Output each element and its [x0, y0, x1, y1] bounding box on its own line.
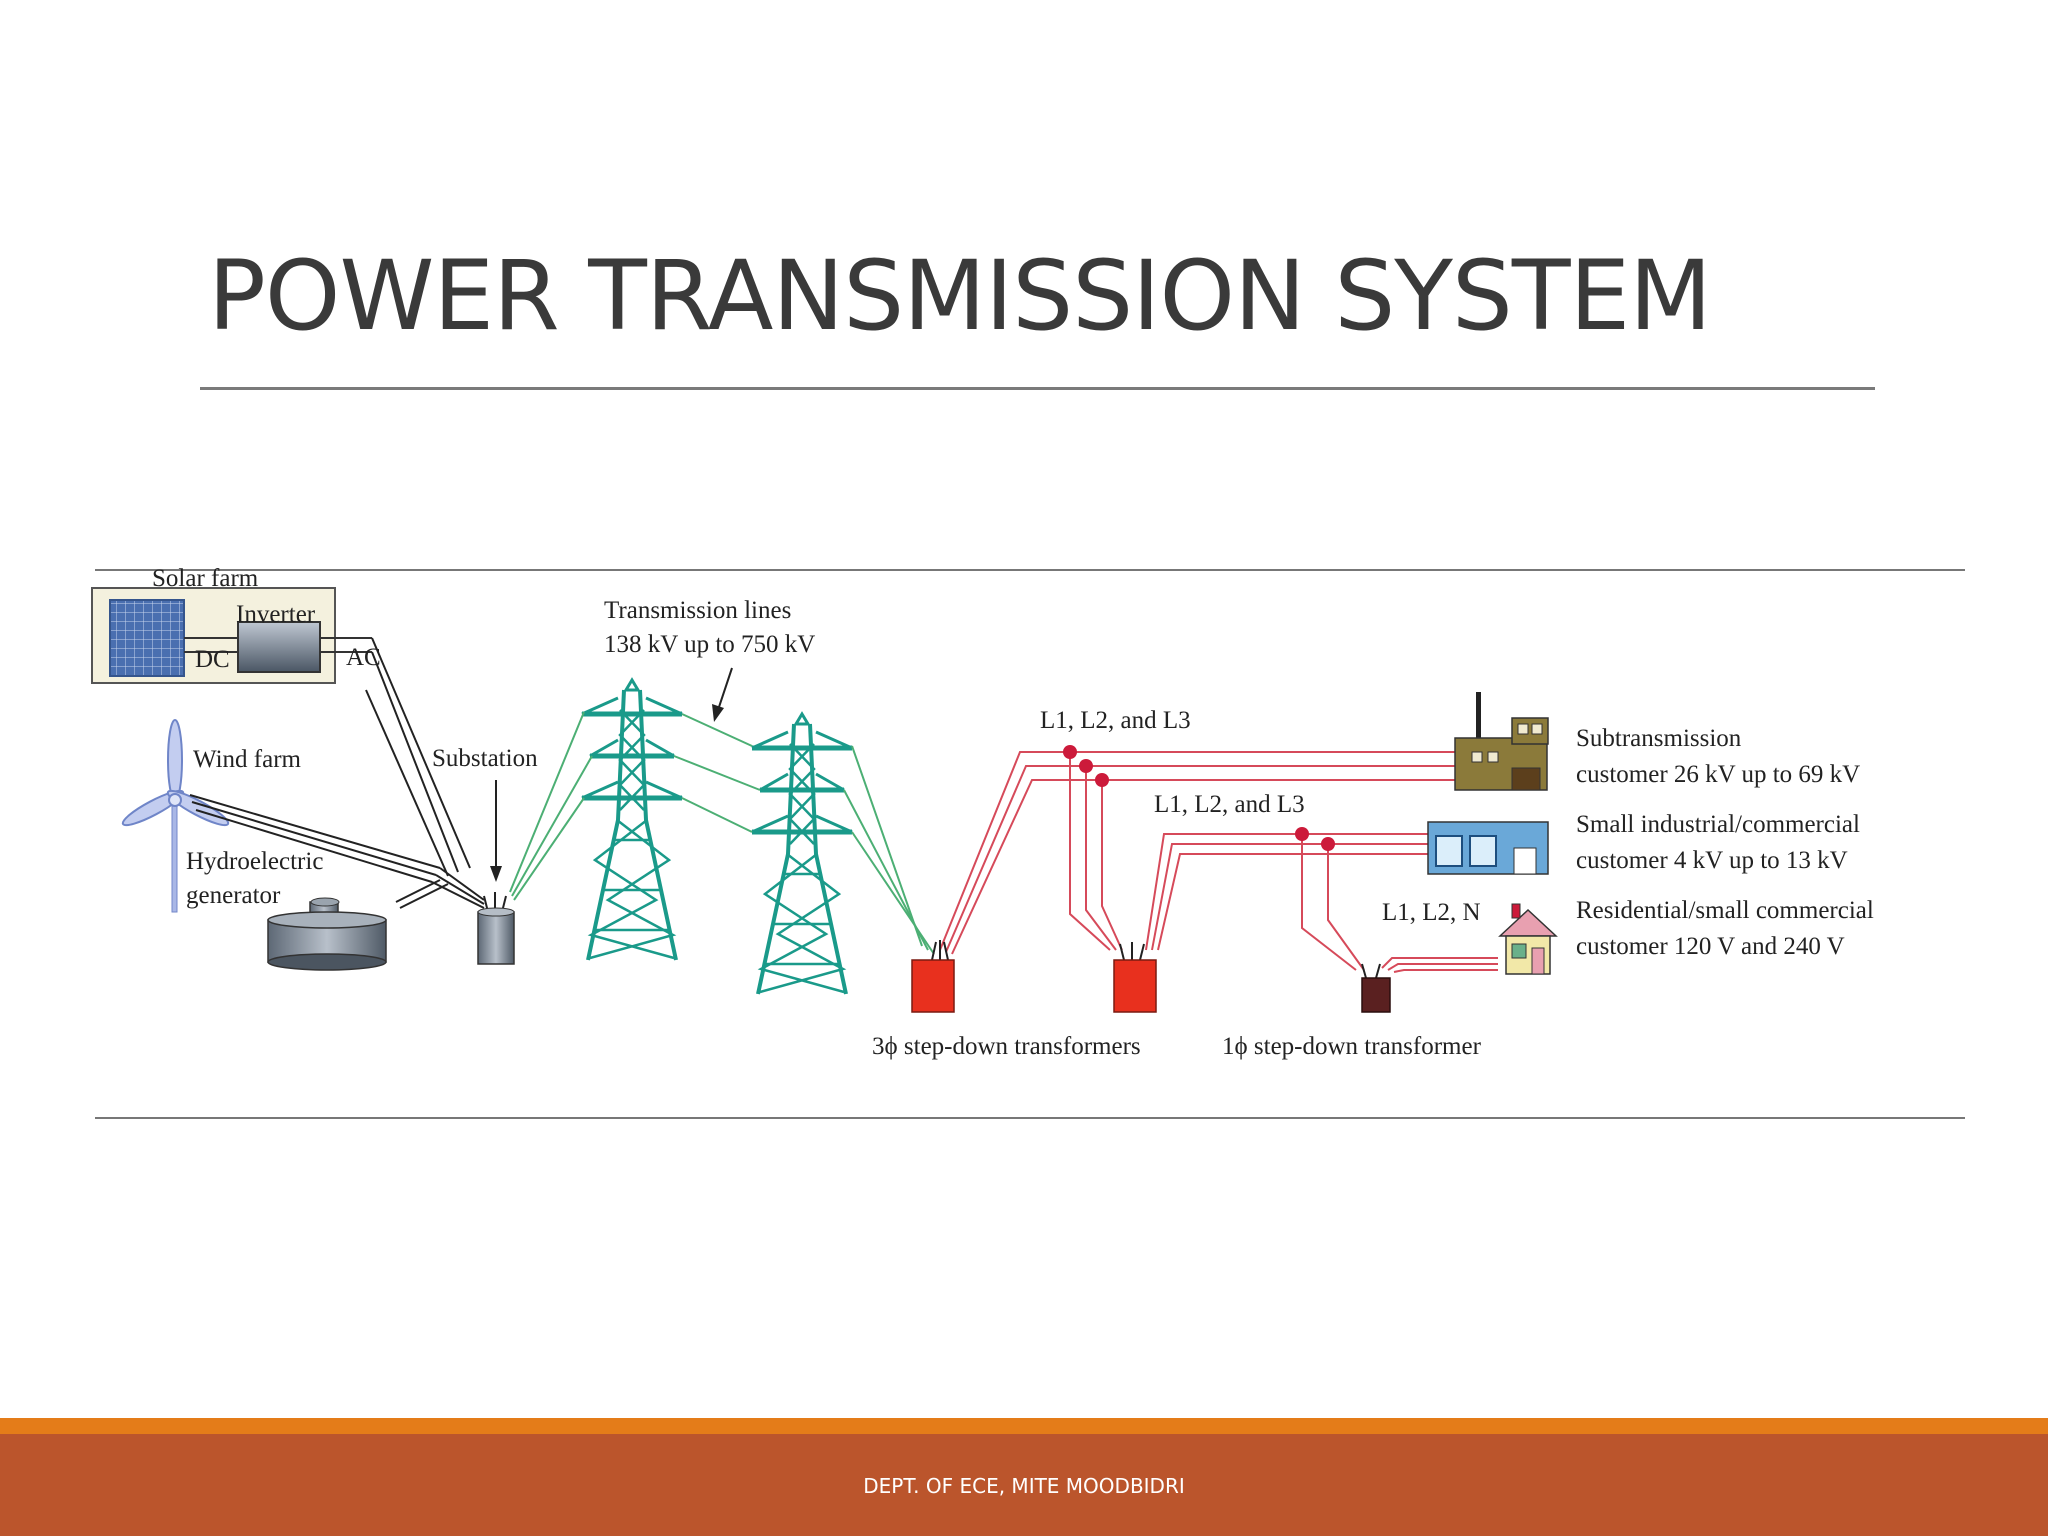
transmission-wires [509, 711, 935, 955]
factory-icon [1454, 692, 1549, 791]
hydroelectric-label-line1: Hydroelectric [186, 848, 323, 875]
substation-icon [477, 892, 515, 965]
industrial-label-line2: customer 4 kV up to 13 kV [1576, 847, 1848, 874]
solar-farm-label: Solar farm [152, 565, 259, 592]
transmission-arrowhead [712, 704, 724, 722]
substation-label: Substation [432, 745, 538, 772]
transmission-tower-2 [752, 714, 852, 994]
lines-label-residential: L1, L2, N [1382, 899, 1481, 926]
transmission-arrow [717, 667, 733, 711]
power-transmission-diagram: Solar farm Inverter DC AC Wind farm Hydr… [91, 565, 1965, 1119]
lines-label-industrial: L1, L2, and L3 [1154, 791, 1305, 818]
house-icon [1498, 903, 1558, 975]
industrial-label-line1: Small industrial/commercial [1576, 811, 1860, 838]
three-phase-transformer-1 [911, 940, 955, 1013]
three-phase-transformers-label: 3ϕ step-down transformers [872, 1033, 1141, 1060]
slide-title: POWER TRANSMISSION SYSTEM [208, 240, 1712, 352]
inverter-icon [237, 621, 321, 673]
subtransmission-label-line2: customer 26 kV up to 69 kV [1576, 761, 1860, 788]
generation-feed-lines [189, 637, 485, 909]
substation-arrowhead [490, 866, 502, 882]
solar-farm [91, 587, 372, 684]
single-phase-transformer [1361, 963, 1391, 1013]
wind-turbine-icon [121, 719, 230, 913]
title-divider [200, 387, 1875, 390]
single-phase-transformer-label: 1ϕ step-down transformer [1222, 1033, 1482, 1060]
wind-farm-label: Wind farm [193, 746, 302, 773]
subtransmission-label-line1: Subtransmission [1576, 725, 1742, 752]
residential-label-line2: customer 120 V and 240 V [1576, 933, 1845, 960]
three-phase-transformer-2 [1113, 942, 1157, 1013]
transmission-lines-label-line1: Transmission lines [604, 597, 791, 624]
solar-panel-icon [109, 599, 185, 677]
transmission-tower-1 [582, 680, 682, 960]
footer-accent-stripe [0, 1418, 2048, 1434]
hydroelectric-label-line2: generator [186, 882, 281, 909]
lines-label-main: L1, L2, and L3 [1040, 707, 1191, 734]
dc-label: DC [195, 646, 230, 673]
footer-bar [0, 1434, 2048, 1536]
inverter-label: Inverter [236, 601, 316, 628]
distribution-wires [939, 751, 1498, 973]
transmission-lines-label-line2: 138 kV up to 750 kV [604, 631, 815, 658]
hydroelectric-generator-icon [267, 897, 387, 971]
commercial-building-icon [1427, 821, 1549, 875]
connection-nodes [1063, 745, 1335, 851]
residential-label-line1: Residential/small commercial [1576, 897, 1874, 924]
footer-text: DEPT. OF ECE, MITE MOODBIDRI [863, 1474, 1185, 1498]
